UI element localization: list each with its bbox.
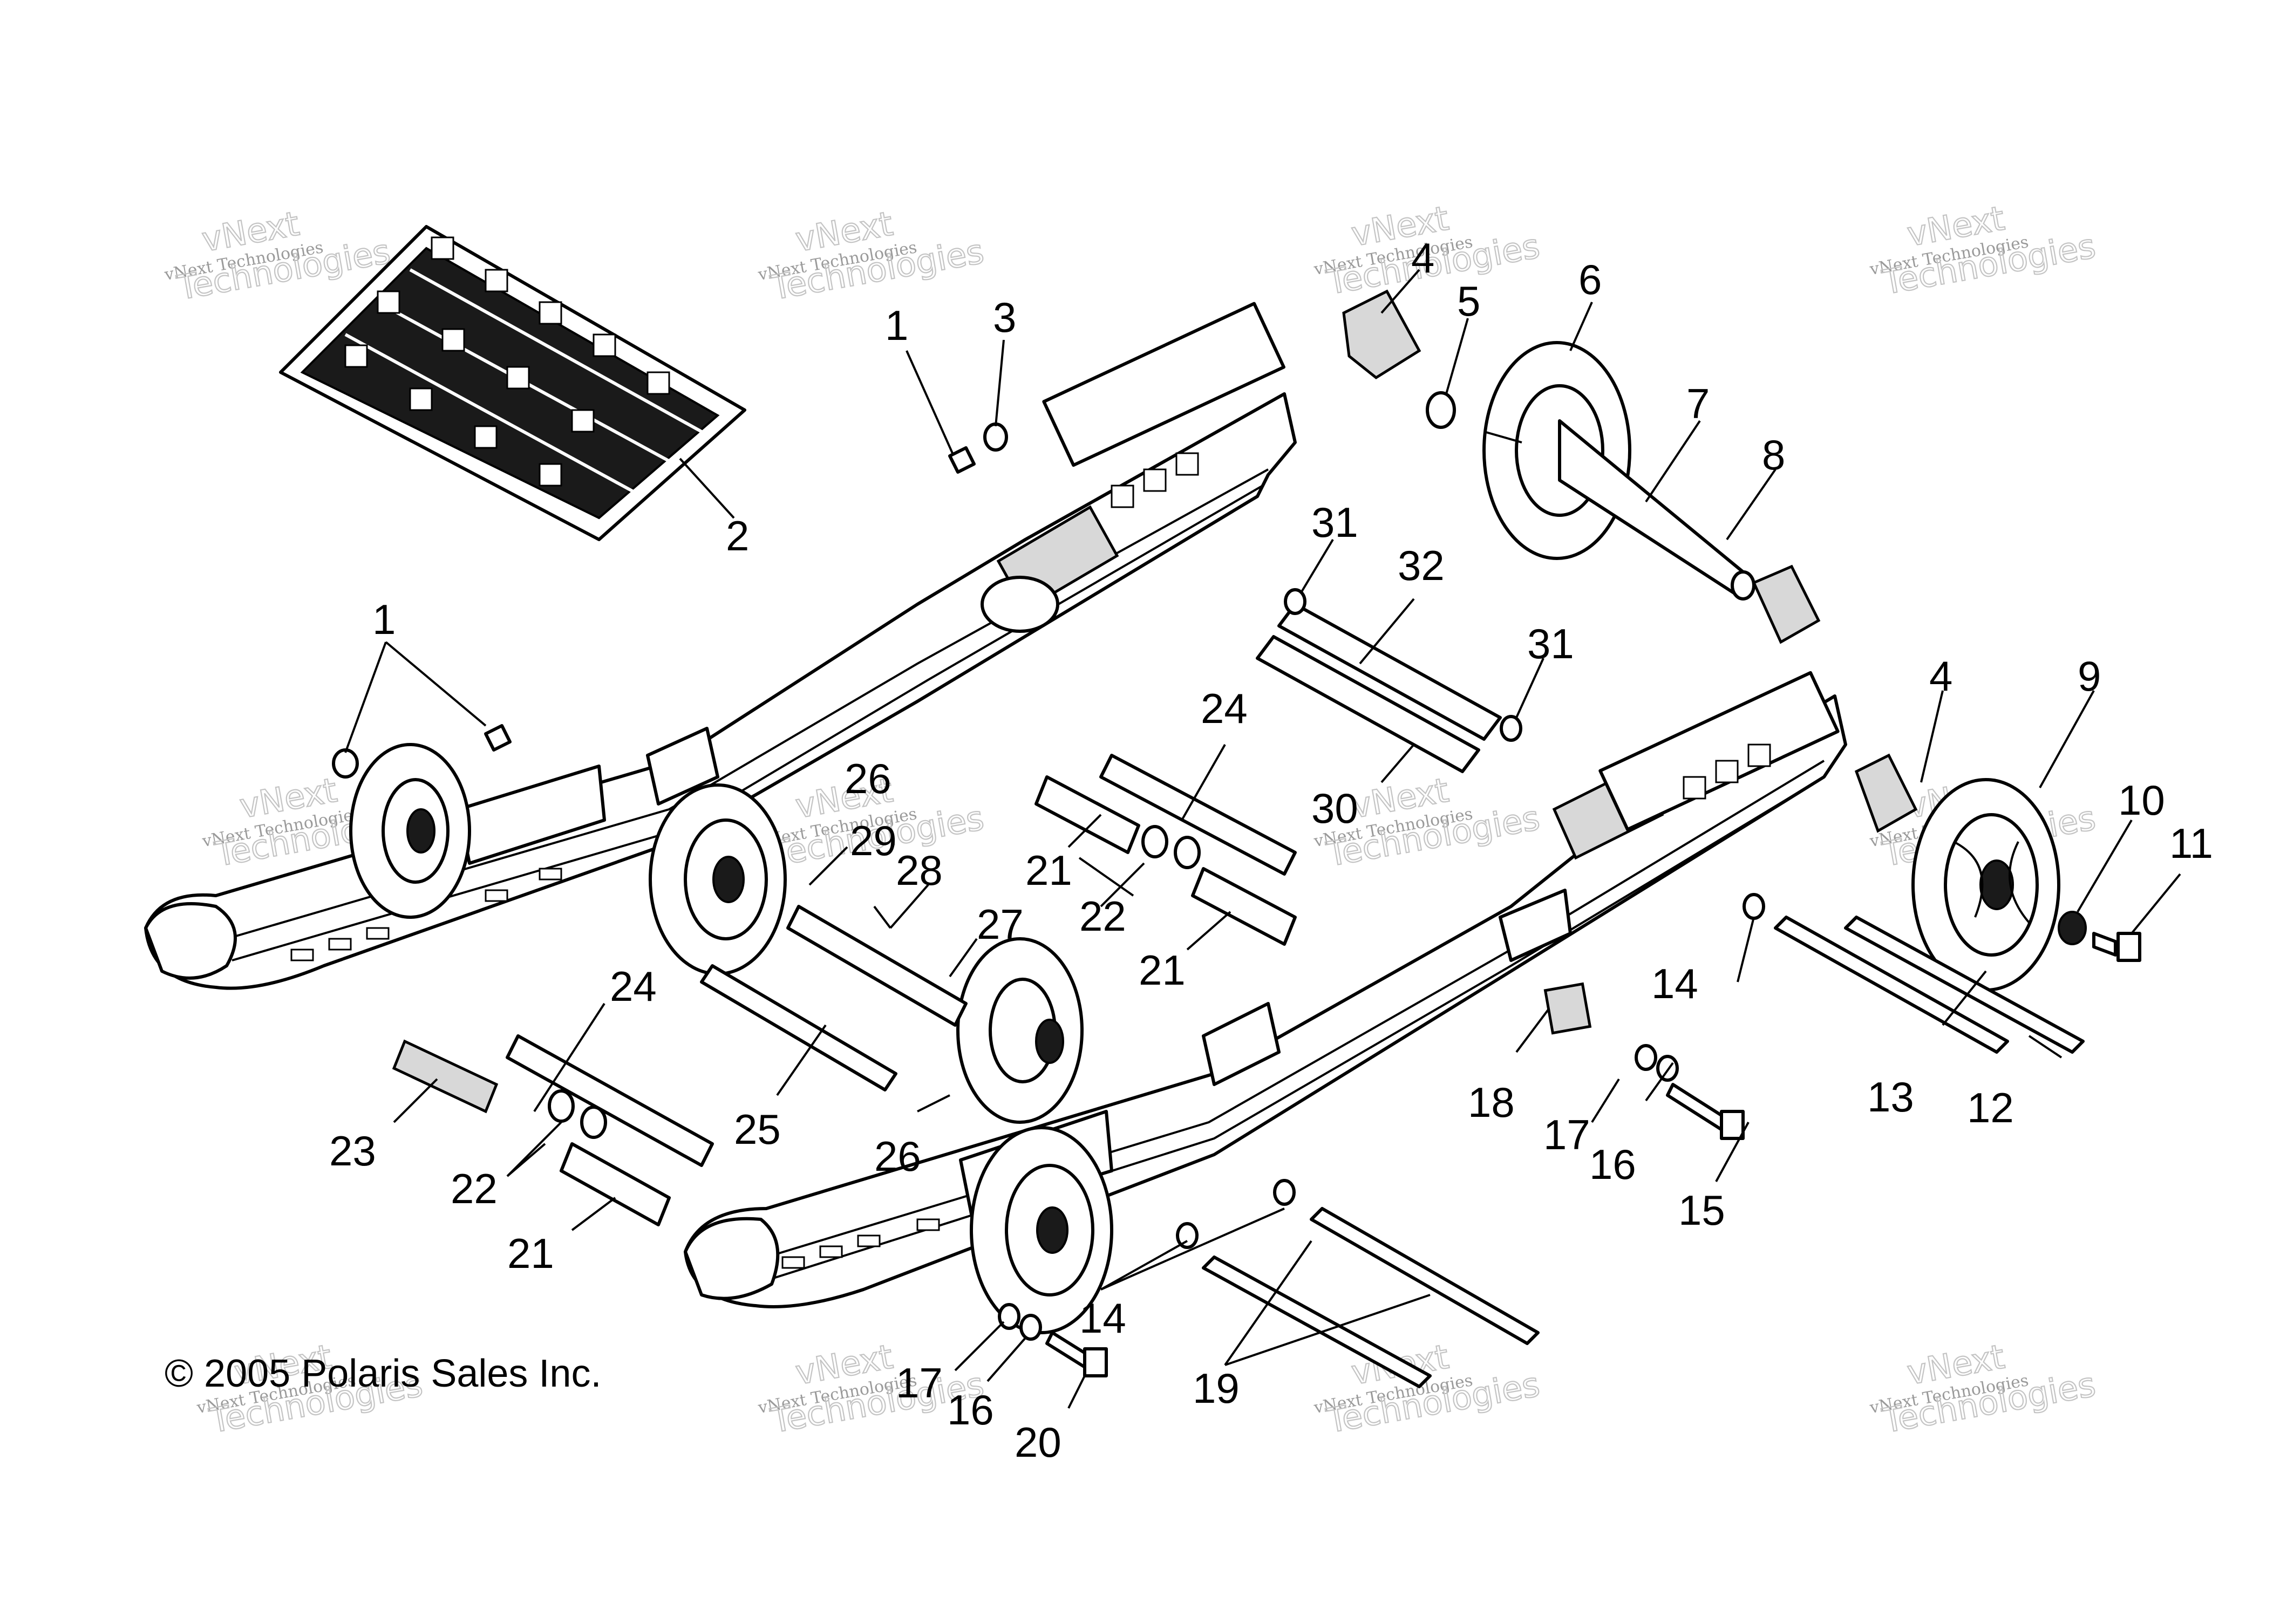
callout-22a: 22	[1079, 892, 1126, 940]
callout-23: 23	[329, 1127, 376, 1175]
callout-17b: 17	[896, 1359, 943, 1407]
callout-28: 28	[896, 847, 943, 894]
callout-26b: 26	[874, 1132, 921, 1180]
callout-5: 5	[1457, 277, 1480, 325]
rod-12	[1844, 916, 2085, 1054]
callout-15: 15	[1678, 1186, 1725, 1234]
callout-21c: 21	[507, 1230, 554, 1277]
callout-2: 2	[726, 512, 749, 559]
callout-8: 8	[1762, 431, 1785, 479]
callout-4: 4	[1411, 234, 1434, 282]
copyright-text: © 2005 Polaris Sales Inc.	[165, 1352, 601, 1395]
callout-21b: 21	[1139, 946, 1186, 994]
shaft-24-bottom	[506, 1034, 714, 1167]
spacer-parts	[392, 775, 1592, 1226]
callout-3: 3	[993, 294, 1016, 341]
shaft-25	[700, 964, 897, 1091]
callout-24b: 24	[610, 963, 657, 1010]
shaft-30	[1256, 635, 1480, 773]
callout-6: 6	[1578, 256, 1602, 303]
idler-wheel-left-front	[649, 783, 787, 975]
callout-30: 30	[1311, 784, 1358, 832]
callout-1b: 1	[372, 596, 396, 643]
callout-9: 9	[2078, 652, 2101, 700]
callout-11: 11	[2169, 820, 2213, 867]
shaft-28	[786, 905, 968, 1027]
callout-22b: 22	[451, 1165, 498, 1212]
small-hardware-parts	[332, 422, 1765, 1341]
callout-4b: 4	[1929, 652, 1952, 700]
callout-20: 20	[1015, 1418, 1061, 1466]
callout-14a: 14	[1651, 960, 1698, 1007]
callout-7: 7	[1686, 380, 1710, 427]
shaft-24-top	[1099, 754, 1297, 876]
callout-13: 13	[1867, 1073, 1914, 1121]
shaft-32	[1277, 603, 1502, 741]
watermark: vNext vNext Technologies Technologies	[756, 203, 987, 308]
shaft-parts	[506, 603, 2085, 1388]
bolt-part	[1045, 932, 2141, 1377]
callout-24a: 24	[1201, 685, 1248, 732]
watermark-group: vNext vNext Technologies Technologies vN…	[162, 197, 2099, 1441]
callout-17a: 17	[1543, 1111, 1590, 1158]
callout-labels: 1 3 2 4 5 6 7 8 1 31 32 31 4 9 10 11 24 …	[329, 234, 2213, 1466]
callout-27: 27	[977, 900, 1024, 948]
rail-wear-pad-part	[279, 225, 746, 541]
callout-25: 25	[734, 1106, 781, 1153]
leader-lines	[344, 269, 2181, 1409]
axle-bracket-part	[1342, 289, 1918, 833]
callout-16a: 16	[1589, 1141, 1636, 1188]
watermark: vNext vNext Technologies Technologies	[162, 203, 393, 308]
callout-21a: 21	[1025, 847, 1072, 894]
callout-32: 32	[1398, 542, 1445, 589]
callout-19: 19	[1193, 1364, 1240, 1412]
callout-29: 29	[850, 817, 897, 864]
idler-wheel-left-rear	[349, 743, 471, 919]
watermark: vNext vNext Technologies Technologies	[1868, 1336, 2099, 1441]
callout-14b: 14	[1079, 1294, 1126, 1342]
watermark: vNext vNext Technologies Technologies	[1868, 197, 2099, 303]
rod-19b	[1202, 1255, 1432, 1388]
idler-wheel-right-front	[970, 1126, 1113, 1334]
callout-31b: 31	[1527, 620, 1574, 667]
rear-wheel-part	[1911, 778, 2060, 992]
callout-10: 10	[2118, 776, 2165, 824]
callout-12: 12	[1967, 1084, 2014, 1131]
callout-16b: 16	[947, 1386, 994, 1434]
idler-wheel-center	[956, 937, 1084, 1124]
washer-part	[1426, 391, 2087, 945]
rear-axle-wheel-part	[1482, 341, 1755, 601]
rod-19a	[1310, 1207, 1540, 1345]
callout-31a: 31	[1311, 499, 1358, 546]
callout-1: 1	[885, 302, 908, 349]
callout-18: 18	[1468, 1079, 1515, 1126]
callout-26a: 26	[845, 755, 891, 802]
